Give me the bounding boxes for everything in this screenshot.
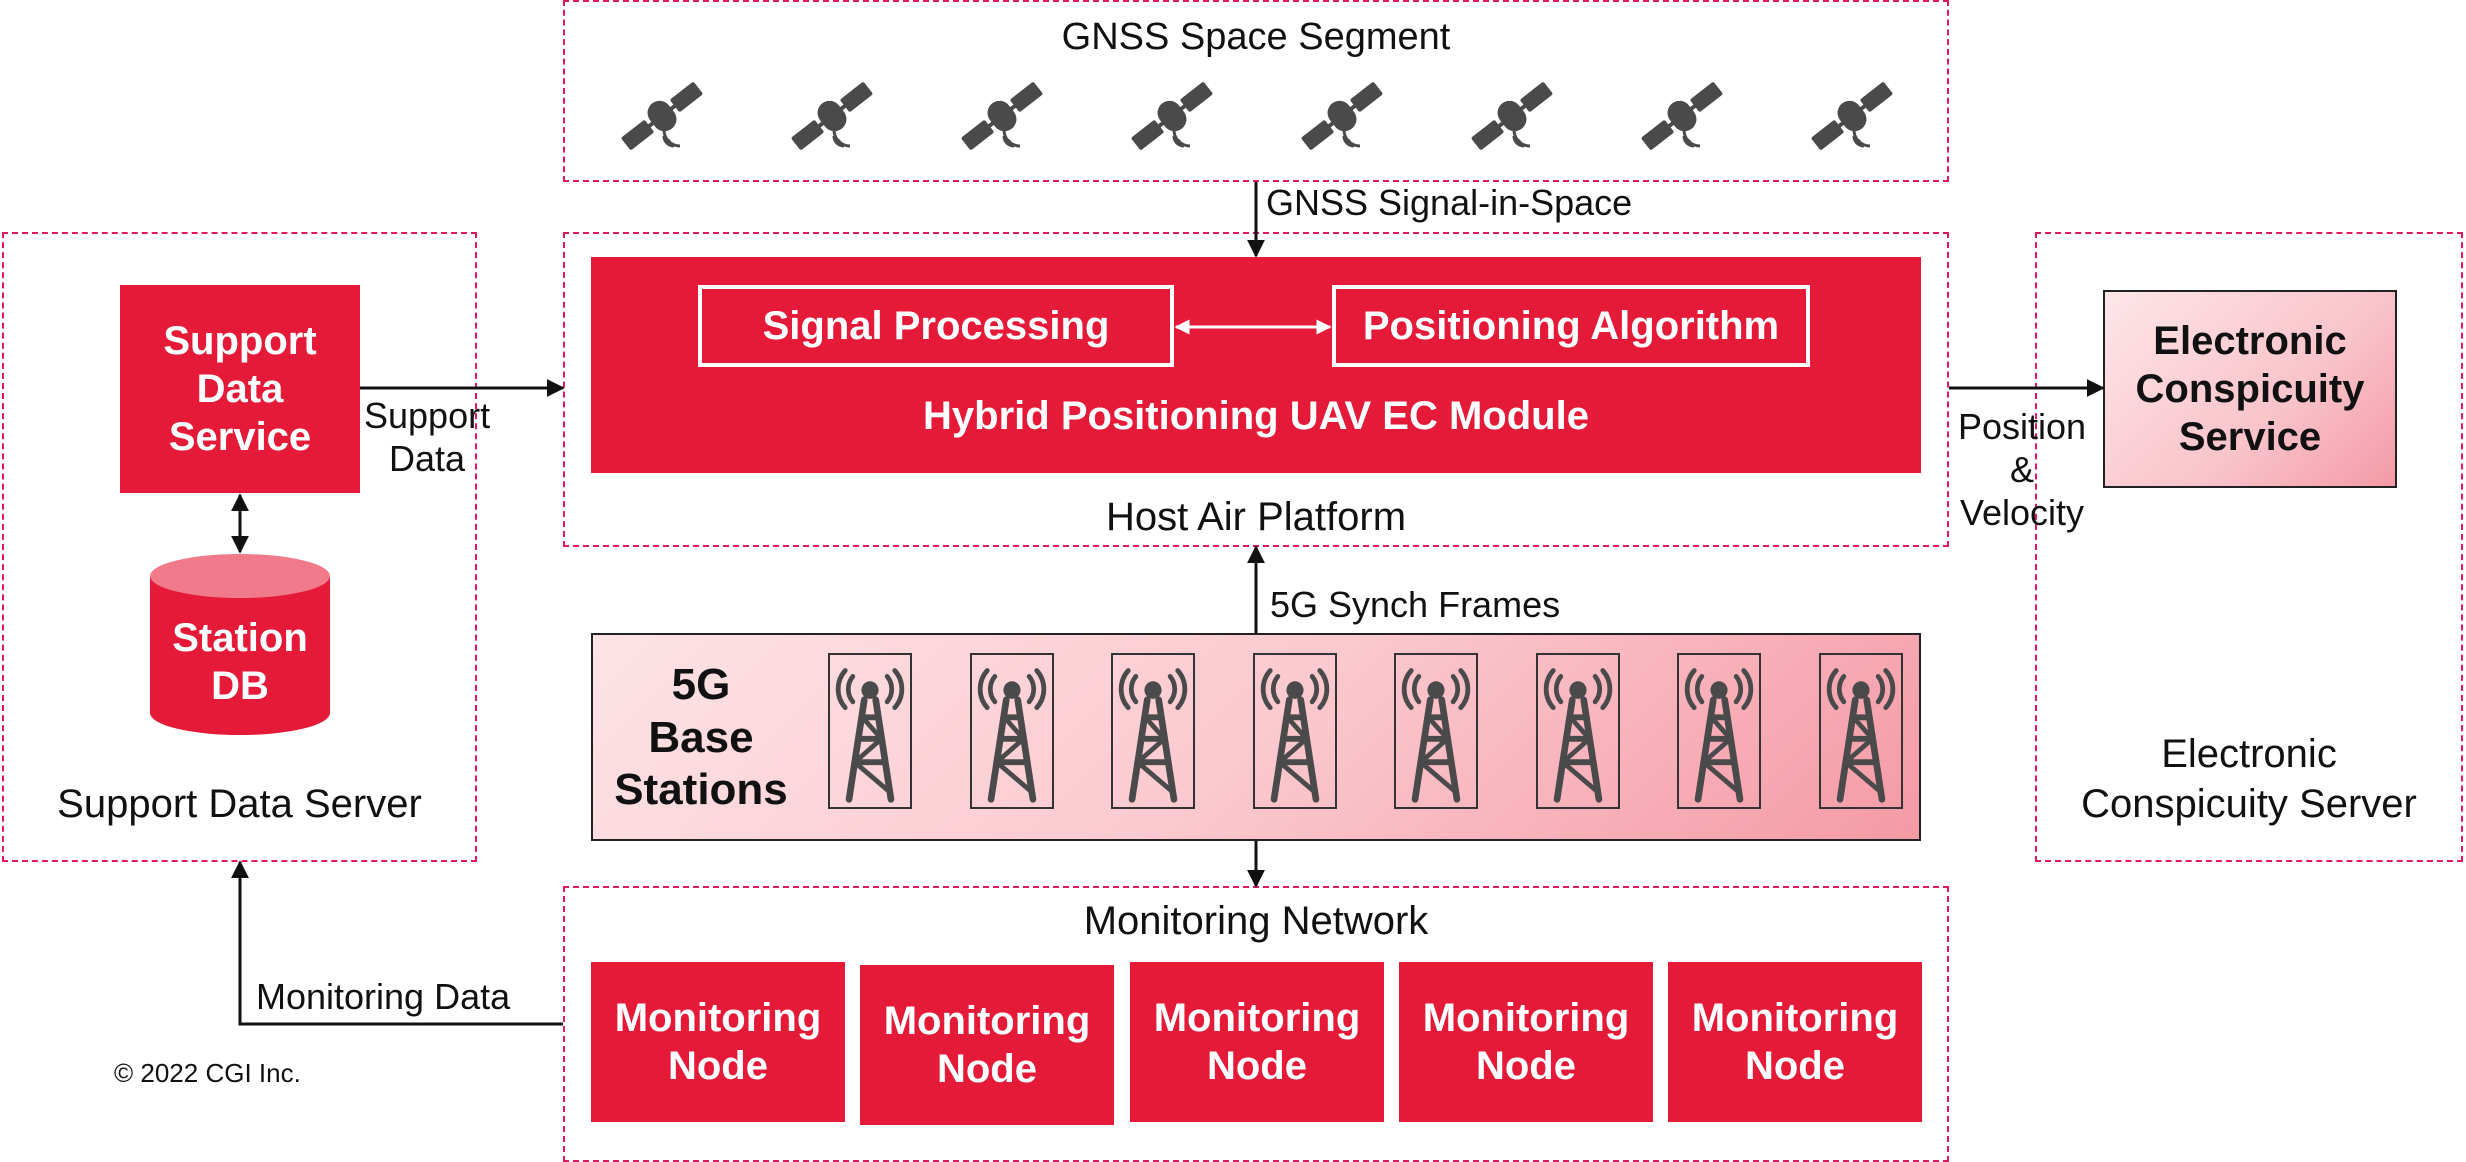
monitoring-node-4: Monitoring Node xyxy=(1399,962,1653,1122)
monitoring-data-label: Monitoring Data xyxy=(256,976,511,1017)
gnss-space-segment-title: GNSS Space Segment xyxy=(1061,16,1451,58)
signal-processing-label: Signal Processing xyxy=(762,303,1110,348)
cell-tower-icon xyxy=(1818,653,1903,809)
satellite-icon xyxy=(1292,66,1392,166)
cell-tower-icon xyxy=(1252,653,1337,809)
monitoring-node-3: Monitoring Node xyxy=(1130,962,1384,1122)
monitoring-node-label: Monitoring Node xyxy=(614,996,822,1088)
support-data-service: Support Data Service xyxy=(120,285,360,493)
host-air-platform-title: Host Air Platform xyxy=(1105,495,1407,539)
cell-tower-icon xyxy=(1535,653,1620,809)
monitoring-node-label: Monitoring Node xyxy=(883,999,1091,1091)
satellite-icon xyxy=(782,66,882,166)
satellite-icon xyxy=(1632,66,1732,166)
module-title: Hybrid Positioning UAV EC Module xyxy=(923,394,1589,438)
monitoring-node-1: Monitoring Node xyxy=(591,962,845,1122)
station-db-label: Station DB xyxy=(172,616,308,708)
monitoring-data-arrow xyxy=(231,860,563,1026)
positioning-algorithm-label: Positioning Algorithm xyxy=(1362,303,1780,348)
base-stations-panel: 5G Base Stations xyxy=(591,633,1921,841)
cell-tower-icon xyxy=(1394,653,1478,809)
database-icon xyxy=(150,554,330,735)
support-data-server-title: Support Data Server xyxy=(57,782,422,826)
cell-tower-icon xyxy=(969,653,1054,809)
signal-processing-block: Signal Processing xyxy=(698,285,1174,367)
ec-service-label: Electronic Conspicuity Service xyxy=(2135,319,2365,459)
monitoring-node-label: Monitoring Node xyxy=(1691,996,1899,1088)
monitoring-node-label: Monitoring Node xyxy=(1422,996,1630,1088)
satellite-icon xyxy=(1462,66,1562,166)
cell-tower-icon xyxy=(1677,653,1761,809)
cell-tower-icon xyxy=(828,653,912,809)
gnss-signal-label: GNSS Signal-in-Space xyxy=(1266,182,1633,223)
support-data-server: Support Data Server xyxy=(2,232,477,862)
monitoring-node-label: Monitoring Node xyxy=(1153,996,1361,1088)
monitoring-network-title: Monitoring Network xyxy=(1083,899,1429,943)
satellite-icon xyxy=(1122,66,1222,166)
gnss-space-segment: GNSS Space Segment xyxy=(563,0,1949,182)
position-velocity-label: Position & Velocity xyxy=(1957,406,2087,534)
station-db-cylinder: Station DB xyxy=(148,552,332,737)
satellite-icon xyxy=(612,66,712,166)
positioning-algorithm-block: Positioning Algorithm xyxy=(1332,285,1810,367)
ec-server: Electronic Conspicuity Server xyxy=(2035,232,2463,862)
hybrid-positioning-module: Signal Processing Positioning Algorithm … xyxy=(591,257,1921,473)
copyright: © 2022 CGI Inc. xyxy=(114,1058,301,1088)
ec-service: Electronic Conspicuity Service xyxy=(2103,290,2397,488)
ec-server-title: Electronic Conspicuity Server xyxy=(2081,732,2417,826)
monitoring-node-2: Monitoring Node xyxy=(860,965,1114,1125)
support-data-label: Support Data xyxy=(364,395,491,480)
support-data-service-label: Support Data Service xyxy=(163,319,317,459)
satellite-icon xyxy=(1802,66,1902,166)
base-stations-title: 5G Base Stations xyxy=(614,659,788,815)
cell-tower-icon xyxy=(1111,653,1195,809)
satellite-icon xyxy=(952,66,1052,166)
monitoring-node-5: Monitoring Node xyxy=(1668,962,1922,1122)
synch-frames-label: 5G Synch Frames xyxy=(1270,584,1561,625)
